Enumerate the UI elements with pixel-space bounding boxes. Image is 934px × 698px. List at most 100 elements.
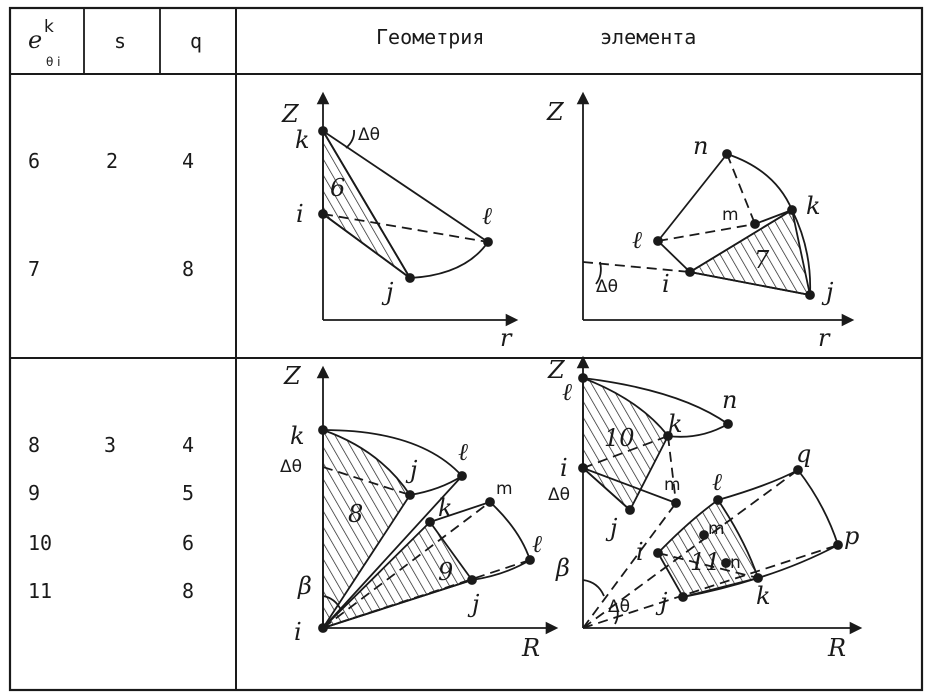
d4-element-10 [582,376,670,512]
d4-arc-ln [582,377,729,425]
row-1-values: 6 7 2 4 8 [28,149,194,281]
d4-label-z: Z [547,356,566,384]
diagram-3-labels: Z R k j ℓ k m ℓ j i 8 9 Δθ β [280,362,542,662]
header-e-sup: k [44,17,54,37]
d3-label-angle: Δθ [280,457,302,477]
d3-label-l2: ℓ [532,530,542,558]
d3-edge-il [322,475,463,629]
d1-node-k [318,126,328,136]
d2-dash-axis [582,261,691,273]
d3-node-j [405,490,415,500]
d1-label-6: 6 [330,174,345,202]
d4-dash-2 [582,544,839,629]
header-q: q [190,29,202,53]
d4-node-p [833,540,843,550]
d3-node-m [485,497,495,507]
d1-node-l [483,237,493,247]
d4-beta-arc [582,579,605,597]
d3-label-r: R [521,634,540,662]
d3-node-j2 [467,575,477,585]
d4-label-j: j [605,514,618,542]
d1-arc-jl [409,241,489,279]
diagram-1 [316,91,519,327]
table-header: e k θ i s q Геометрия элемента [28,17,696,69]
row1-q-8: 8 [182,257,194,281]
diagram-4-labels: Z R ℓ k n i m j ℓ q p m n i k j 10 11 Δθ… [547,356,859,662]
d2-element-7 [687,208,812,297]
d2-label-m: m [722,205,739,225]
row1-q-4: 4 [182,149,194,173]
d4-arc-qp [797,469,839,546]
diagram-1-labels: Z r k i j ℓ 6 Δθ [281,100,513,352]
d4-edge-km [667,435,677,504]
d4-angle2-arc [614,603,619,625]
d1-edge-kl [322,130,489,243]
d4-label-k2: k [756,582,771,610]
d1-label-z: Z [281,100,300,128]
d4-label-j2: j [655,588,668,616]
d3-label-k: k [290,422,305,450]
d2-node-n [722,149,732,159]
d4-arc-lq [717,469,799,501]
d2-node-i [685,267,695,277]
d4-label-k: k [668,410,683,438]
row2-e-10: 10 [28,531,52,555]
d3-label-9: 9 [438,558,453,586]
d4-node-k [663,431,673,441]
row1-s-2: 2 [106,149,118,173]
d4-label-11: 11 [690,548,721,576]
d4-node-n2 [721,558,731,568]
d2-edge-nm [726,153,756,225]
d3-node-k [318,425,328,435]
d4-label-m: m [664,475,681,495]
d2-label-7: 7 [754,246,770,274]
d2-label-j: j [821,278,834,306]
d2-label-l: ℓ [632,226,642,254]
d2-angle-arc [595,261,602,285]
d3-node-i [318,623,328,633]
d4-node-n [723,419,733,429]
d2-node-j [805,290,815,300]
d4-label-i2: i [636,538,644,566]
d2-label-i: i [662,270,670,298]
d4-node-m [671,498,681,508]
d1-label-l: ℓ [482,202,492,230]
d3-label-j2: j [467,590,480,618]
d3-dash-3 [322,501,491,629]
diagram-3 [316,365,559,635]
row2-s-3: 3 [104,433,116,457]
d4-node-i [578,463,588,473]
d3-label-i: i [294,618,302,646]
d4-dash-4 [657,552,759,579]
d4-edge-im [582,467,677,504]
d3-arc-kl [322,429,463,477]
d3-label-k2: k [438,494,453,522]
d2-edge-lm [657,223,756,242]
d4-node-j2 [678,592,688,602]
row1-e-6: 6 [28,149,40,173]
d4-label-n: n [722,386,737,414]
d4-node-i2 [653,548,663,558]
d4-label-10: 10 [604,424,635,452]
d4-label-beta: β [555,554,570,582]
d2-edge-mk [754,209,793,225]
d1-label-angle: Δθ [358,125,380,145]
d2-edge-ln [657,153,728,242]
d4-label-angle2: Δθ [608,597,630,617]
row2-q-8: 8 [182,579,194,603]
d3-label-j: j [405,456,418,484]
d4-node-l2 [713,495,723,505]
d4-label-p: p [844,522,859,550]
d2-label-angle: Δθ [596,277,618,297]
d3-label-l: ℓ [458,438,468,466]
d3-label-8: 8 [348,500,363,528]
d2-node-l [653,236,663,246]
d2-edge-ij [689,271,811,296]
d1-edge-il [322,213,489,243]
d4-node-j [625,505,635,515]
d4-label-i: i [560,454,568,482]
d4-label-m2: m [708,519,725,539]
d4-label-l: ℓ [562,378,572,406]
d2-node-m [750,219,760,229]
header-e-sub: θ i [46,55,61,69]
